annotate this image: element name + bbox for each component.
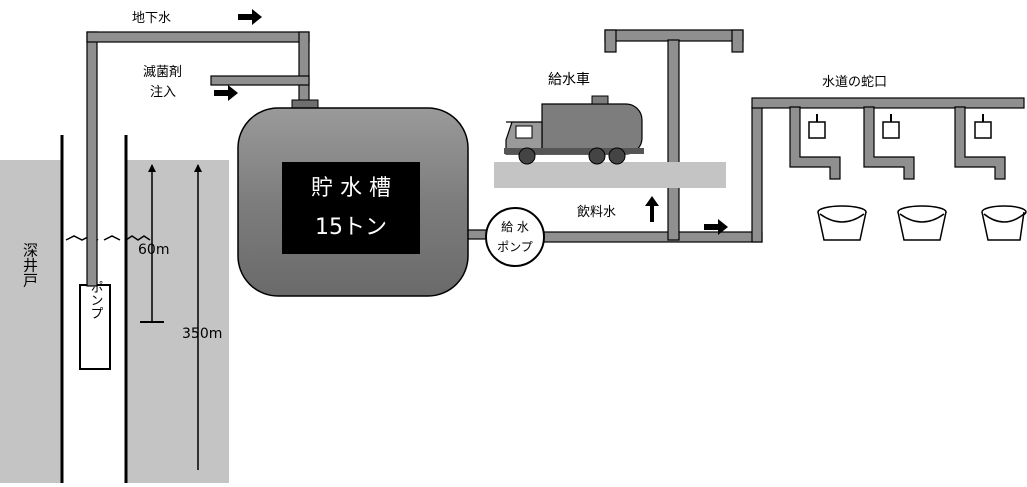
faucet-1-handle	[808, 121, 826, 139]
truck-tank	[541, 103, 643, 155]
well-ground-left	[0, 160, 62, 483]
pipe-up-taps	[751, 106, 763, 243]
pipes	[86, 29, 1025, 287]
faucet-2	[882, 114, 900, 139]
drinking-water-label: 飲料水	[577, 204, 616, 220]
faucet-3-handle	[974, 121, 992, 139]
bucket-2	[897, 205, 947, 241]
depth-well-label: 350m	[182, 326, 222, 342]
truck-wheel-2	[588, 147, 606, 165]
groundwater-label: 地下水	[132, 11, 171, 26]
pipe-out	[539, 231, 763, 243]
truck-wheel-3	[608, 147, 626, 165]
faucet-1	[808, 114, 826, 139]
bucket-3	[981, 205, 1027, 241]
pipe-t-stem	[667, 39, 680, 241]
water-level-mark-right	[125, 235, 151, 241]
pipe-branch-2	[863, 106, 915, 180]
groundwater-arrow-icon	[238, 9, 262, 25]
truck-platform	[494, 162, 726, 188]
flow-arrow-icon	[704, 219, 728, 235]
pipe-top	[86, 31, 310, 43]
depth-markers: 60m 350m	[138, 164, 222, 470]
well: 深井戸	[0, 135, 229, 483]
pipe-tap-header	[751, 97, 1025, 109]
chlorine-label-line2: 注入	[150, 85, 176, 100]
faucet-3	[974, 114, 992, 139]
faucet-2-handle	[882, 121, 900, 139]
truck-hatch	[591, 95, 609, 105]
supply-pump-body	[485, 207, 545, 267]
tank-label-line2: 15トン	[315, 215, 387, 240]
supply-pump-label-line2: ポンプ	[497, 240, 533, 254]
pipe-riser	[86, 31, 98, 287]
depth-pump-label: 60m	[138, 242, 169, 258]
water-truck: 給水車	[504, 71, 644, 165]
supply-pump-label-line1: 給 水	[501, 220, 529, 234]
tap-label: 水道の蛇口	[822, 75, 887, 90]
truck-chassis	[504, 148, 644, 154]
chlorine-arrow-icon	[214, 85, 238, 101]
bucket-1	[817, 205, 867, 241]
truck-window	[515, 125, 533, 139]
tank-label-panel	[282, 162, 420, 254]
well-pump-label: ポンプ	[88, 281, 103, 320]
supply-pump: 給 水 ポンプ	[485, 207, 545, 267]
well-pump: ポンプ	[79, 281, 111, 370]
pipe-t-top	[604, 29, 744, 42]
storage-tank: 貯 水 槽 15トン	[237, 99, 469, 297]
water-truck-label: 給水車	[548, 71, 590, 88]
depth-60-arrow	[148, 164, 156, 172]
pipe-branch-1	[789, 106, 841, 180]
pipe-down-tank	[298, 31, 310, 109]
chlorine-label-line1: 滅菌剤	[143, 64, 182, 80]
depth-350-arrow	[194, 164, 202, 172]
drinking-water-up-arrow-icon	[645, 196, 659, 222]
pipe-chlorine	[210, 75, 310, 86]
well-label: 深井戸	[21, 243, 39, 288]
tank-label-line1: 貯 水 槽	[311, 176, 391, 201]
pipe-t-left-drop	[604, 29, 617, 53]
pipe-branch-3	[954, 106, 1006, 180]
pipe-t-right-drop	[731, 29, 744, 53]
truck-wheel-1	[518, 147, 536, 165]
